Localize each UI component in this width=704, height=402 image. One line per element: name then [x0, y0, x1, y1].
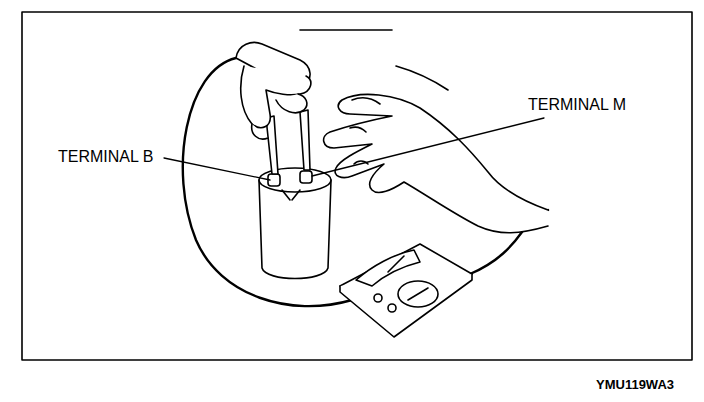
- solenoid-switch: [300, 171, 312, 183]
- left-hand: [241, 66, 311, 128]
- figure-code: YMU119WA3: [596, 378, 674, 392]
- ohmmeter: [388, 256, 404, 272]
- right-hand: [350, 127, 366, 132]
- leader-line: [164, 158, 270, 180]
- part-label: TERMINAL M: [528, 96, 626, 114]
- test-probe: [266, 110, 310, 174]
- ohmmeter: [340, 244, 472, 337]
- left-hand: [252, 124, 268, 139]
- test-probe: [300, 110, 310, 170]
- right-hand: [396, 66, 448, 90]
- top-rule: [300, 29, 392, 31]
- left-hand: [236, 43, 311, 140]
- ohmmeter: [340, 274, 472, 337]
- ohmmeter: [356, 250, 420, 286]
- solenoid-switch: [259, 180, 331, 279]
- ohmmeter: [374, 294, 382, 302]
- left-hand: [276, 94, 307, 113]
- test-lead-wire: [183, 58, 352, 306]
- ohmmeter: [408, 288, 428, 300]
- ohmmeter: [388, 304, 396, 312]
- illustration: [22, 12, 692, 360]
- right-hand: [352, 98, 380, 104]
- leader-line: [312, 118, 544, 176]
- frame-border: [22, 12, 692, 360]
- right-hand: [324, 66, 548, 233]
- solenoid-switch: [282, 190, 300, 200]
- ohmmeter: [398, 281, 438, 307]
- part-label: TERMINAL B: [58, 148, 153, 166]
- right-hand: [324, 94, 548, 232]
- solenoid-switch: [259, 168, 331, 279]
